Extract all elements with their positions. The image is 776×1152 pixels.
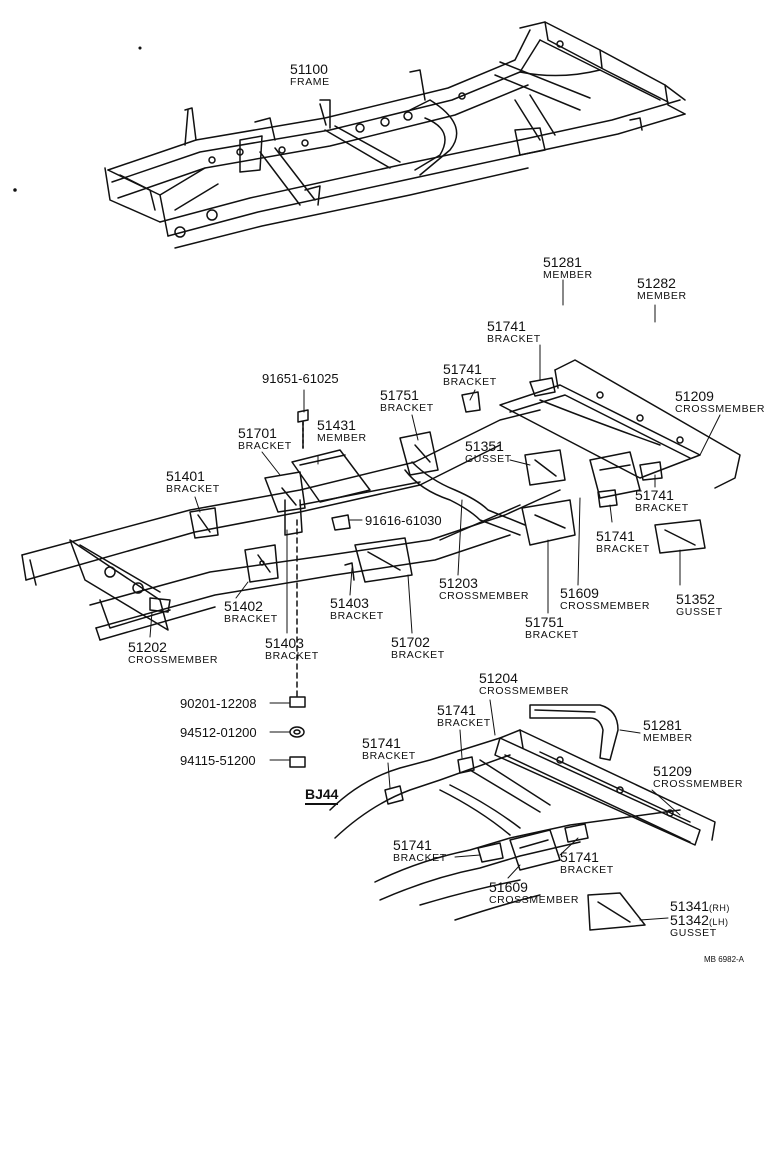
fastener-stack-drawing <box>289 696 306 768</box>
label-frame-51100: 51100 FRAME <box>290 61 330 88</box>
label-bracket-51741-f: 51741 BRACKET <box>362 735 416 762</box>
label-nut-94115: 94115-51200 <box>180 753 256 768</box>
label-nut-90201: 90201-12208 <box>180 696 257 711</box>
label-crossmember-51202: 51202 CROSSMEMBER <box>128 639 219 666</box>
leader-51100 <box>319 103 327 126</box>
bj44-frame-drawing <box>329 704 716 931</box>
label-bracket-51741-d: 51741 BRACKET <box>596 528 650 555</box>
label-fastener-91616: 91616-61030 <box>365 513 442 528</box>
label-member-51281-top: 51281 MEMBER <box>543 254 593 281</box>
frame-assembly-drawing <box>104 21 686 249</box>
label-member-51431: 51431 MEMBER <box>317 417 367 444</box>
middle-leader-lines <box>149 279 721 761</box>
label-bracket-51403-a: 51403 BRACKET <box>330 595 384 622</box>
label-gusset-51352: 51352 GUSSET <box>676 591 723 618</box>
label-crossmember-51609-top: 51609 CROSSMEMBER <box>560 585 651 612</box>
label-bracket-51751-bottom: 51751 BRACKET <box>525 614 579 641</box>
document-code: MB 6982-A <box>704 955 745 964</box>
label-gusset-51351: 51351 GUSSET <box>465 438 512 465</box>
label-washer-94512: 94512-01200 <box>180 725 257 740</box>
label-member-51282: 51282 MEMBER <box>637 275 687 302</box>
label-bracket-51741-e: 51741 BRACKET <box>437 702 491 729</box>
model-label-bj44: BJ44 <box>305 787 339 805</box>
label-bracket-51702: 51702 BRACKET <box>391 634 445 661</box>
label-bracket-51401: 51401 BRACKET <box>166 468 220 495</box>
label-bracket-51741-b: 51741 BRACKET <box>443 361 497 388</box>
label-bracket-51751-top: 51751 BRACKET <box>380 387 434 414</box>
label-bracket-51701: 51701 BRACKET <box>238 425 292 452</box>
label-gusset-51341-51342: 51341(RH) 51342(LH) GUSSET <box>670 898 730 939</box>
label-bracket-51403-b: 51403 BRACKET <box>265 635 319 662</box>
label-crossmember-51204: 51204 CROSSMEMBER <box>479 670 570 697</box>
label-crossmember-51209-top: 51209 CROSSMEMBER <box>675 388 766 415</box>
bottom-leader-lines <box>387 699 681 921</box>
label-bracket-51741-g: 51741 BRACKET <box>393 837 447 864</box>
label-bracket-51741-a: 51741 BRACKET <box>487 318 541 345</box>
label-bracket-51741-h: 51741 BRACKET <box>560 849 614 876</box>
label-crossmember-51203: 51203 CROSSMEMBER <box>439 575 530 602</box>
middle-frame-drawing <box>21 359 741 641</box>
label-member-51281-bottom: 51281 MEMBER <box>643 717 693 744</box>
label-bracket-51741-c: 51741 BRACKET <box>635 487 689 514</box>
label-crossmember-51209-bottom: 51209 CROSSMEMBER <box>653 763 744 790</box>
label-bracket-51402: 51402 BRACKET <box>224 598 278 625</box>
label-bolt-91651: 91651-61025 <box>262 371 339 386</box>
label-crossmember-51609-bottom: 51609 CROSSMEMBER <box>489 879 580 906</box>
